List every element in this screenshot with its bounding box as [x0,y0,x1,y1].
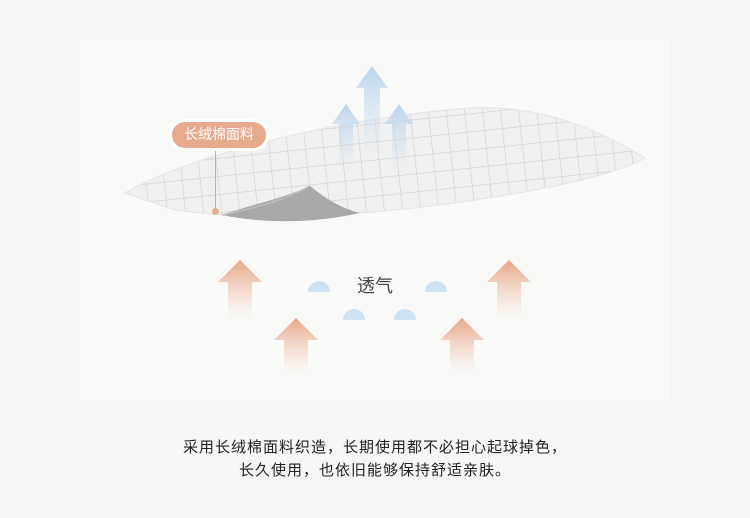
label-connector-line [215,150,216,212]
fabric-label-badge: 长绒棉面料 [172,122,266,148]
bubble-icon [343,309,365,320]
fabric-underside [222,186,360,222]
arrow-up-icon [385,104,413,170]
arrow-up-icon [356,66,388,158]
arrow-up-icon [274,318,318,372]
arrow-up-icon [440,318,484,372]
breathable-label: 透气 [357,276,393,297]
arrow-up-icon [487,260,531,318]
bubble-icon [308,281,330,292]
arrow-up-icon [218,260,262,318]
caption-line-2: 长久使用，也依旧能够保持舒适亲肤。 [238,461,511,479]
air-bubbles [308,281,447,320]
bubble-icon [425,281,447,292]
bubble-icon [394,309,416,320]
caption-line-1: 采用长绒棉面料织造，长期使用都不必担心起球掉色， [182,438,567,456]
orange-airflow-arrows [218,260,531,372]
label-connector-dot [212,208,219,215]
blue-airflow-arrows [332,66,413,170]
arrow-up-icon [332,104,360,170]
